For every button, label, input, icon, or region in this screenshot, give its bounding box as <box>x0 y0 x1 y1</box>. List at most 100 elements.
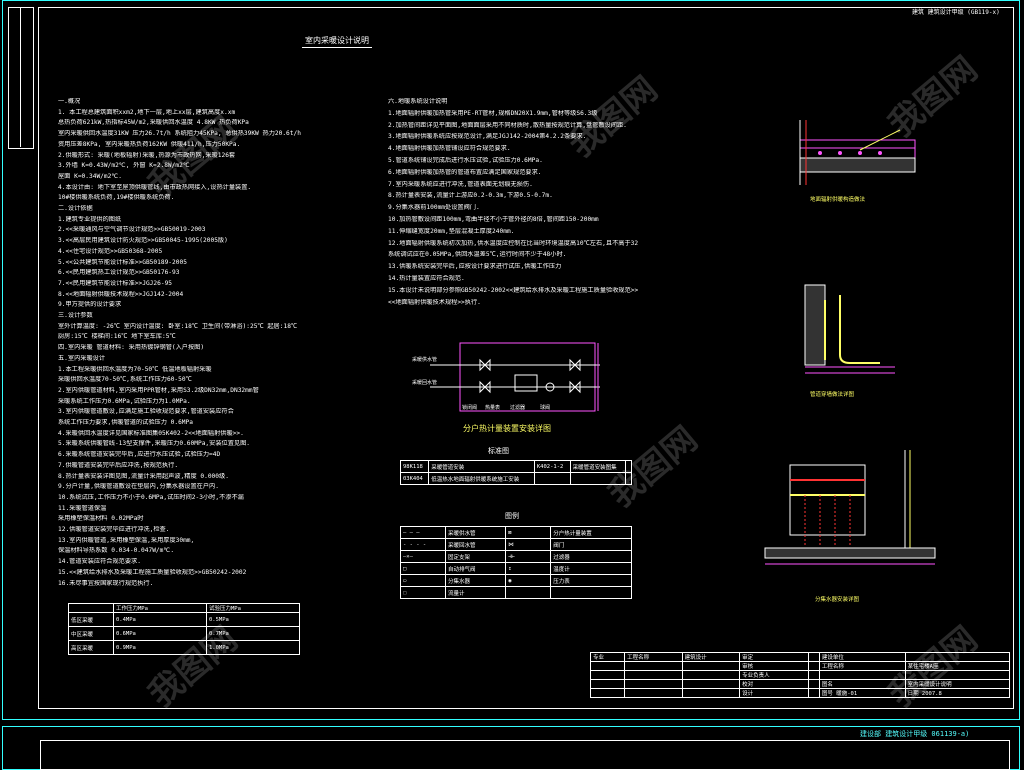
legend-symbol: ↧ <box>505 562 552 575</box>
note-line: 五.室内采暖设计 <box>58 354 106 362</box>
bottom-strip-inner <box>40 740 1010 770</box>
slab-layer <box>799 157 916 173</box>
note-line: 系统调试应在0.05MPa,供回水温差5℃,运行时间不少于48小时. <box>388 251 567 259</box>
note-line: 六.地暖系统设计说明 <box>388 98 448 105</box>
note-line: 4.本设计由: 地下室至屋顶供暖管线,由市政热网接入,设热计量装置. <box>58 183 252 191</box>
meter-schematic <box>430 342 600 412</box>
page-title: 室内采暖设计说明 <box>305 36 369 45</box>
note-line: 14.管道安装应符合规范要求. <box>58 558 141 566</box>
table-row: 中区采暖 0.6MPa 0.7MPa <box>68 626 300 641</box>
legend-symbol: ◉ <box>505 574 552 587</box>
note-line: 13.供暖系统安装完毕后,应按设计要求进行试压,供暖工作压力 <box>388 263 562 271</box>
detail-caption: 管道穿墙做法详图 <box>810 392 855 398</box>
table-row: 校对 图名 室内采暖设计说明 <box>589 679 1011 689</box>
note-line: 一.概况 <box>58 98 81 105</box>
note-line: 6.采暖系统管道安装完毕后,应进行水压试验,试验压力=4D <box>58 451 221 459</box>
note-line: 8.<<地面辐射供暖技术规程>>JGJ142-2004 <box>58 290 184 298</box>
legend-symbol: ⬚ <box>400 586 446 599</box>
filter-symbol <box>545 382 555 392</box>
note-line: 3.<<高层民用建筑设计防火规范>>GB50045-1995(2005版) <box>58 237 228 245</box>
note-line: 10.系统试压,工作压力不小于0.6MPa,试压时间2-3小时,不渗不漏 <box>58 493 244 501</box>
note-line: 1. 本工程总建筑面积xxm2,地下一层,地上xx层,建筑高度x.xm <box>58 108 236 116</box>
note-line: 2.加热管间距详见平面图,地面面层采用不同材质时,散热量按规范计算,盘管敷设间距… <box>388 121 627 129</box>
note-line: 7.室内采暖系统应进行冲洗,管道表面无划痕无损伤. <box>388 180 533 188</box>
schematic-label: 过滤器 <box>510 405 526 411</box>
manifold-box <box>789 464 866 536</box>
note-line: 5.<<公共建筑节能设计标准>>GB50189-2005 <box>58 258 187 266</box>
floor-layer <box>799 139 916 149</box>
note-line: 9.分户计量,供暖管道敷设在垫层内,分集水器设置在户内. <box>58 483 219 491</box>
note-line: 室内采暖供回水温度31KW 压力26.7t/h 系统阻力45KPa, 总供热39… <box>58 130 301 138</box>
note-line: 2.室内供暖管道材料,室内采用PPR管材,采用S3.2级DN32mm,DN32m… <box>58 386 259 394</box>
schematic-label: 热量表 <box>485 405 501 411</box>
legend-row: ▭分集水器◉压力表 <box>400 574 632 587</box>
note-line: 四.室内采暖 管道材料: 采用热镀锌钢管(入户按图) <box>58 344 205 352</box>
pressure-table: 工作压力MPa 试验压力MPa 低区采暖 0.4MPa 0.5MPa 中区采暖 … <box>68 603 300 655</box>
note-line: 4.地面辐射供暖加热管铺设应符合规范要求. <box>388 145 511 153</box>
title-underline <box>302 47 372 48</box>
wall-section <box>804 284 826 366</box>
note-line: 5.采暖系统供暖管线-13型支撑件,采暖压力0.60MPa,安装位置见图. <box>58 440 251 448</box>
note-line: 12.地面辐射供暖系统初次加热,供水温度应控制在比当时环境温度高10℃左右,且不… <box>388 239 638 247</box>
schematic-label: 球阀 <box>540 405 551 411</box>
valve-symbol <box>479 380 491 394</box>
top-right-caption: 建筑 建筑设计甲级 (GB119-x) <box>912 9 1000 16</box>
note-line: 8.热计量表安装详图见图,流量计采用超声波,精度 0.000级. <box>58 472 229 480</box>
note-line: 室外计算温度: -26℃ 室内设计温度: 卧室:18℃ 卫生间(带淋浴):25℃… <box>58 322 298 330</box>
note-line: 8.热计量表安装,流量计上游应0.2-0.3m,下游0.5-0.7m. <box>388 192 553 200</box>
note-line: 系统工作压力要求,供暖管道的试验压力 0.6MPa <box>58 419 193 426</box>
floor-slab <box>764 547 936 559</box>
left-binding-strip <box>8 7 34 149</box>
wall-pipe-detail <box>804 284 895 374</box>
note-line: 13.室内供暖管道,采用橡塑保温,采用厚度30mm, <box>58 536 195 544</box>
note-line: 保温材料导热系数 0.034-0.047W/m℃. <box>58 547 175 555</box>
detail-caption: 地面辐射供暖构造做法 <box>810 197 866 203</box>
pipe-section <box>878 151 882 155</box>
pipe-section <box>838 151 842 155</box>
schematic-label: 采暖回水管 <box>412 380 438 386</box>
note-line: 11.伸缩缝宽度20mm,垫层混凝土厚度240mm. <box>388 227 515 235</box>
note-line: 三.设计参数 <box>58 312 93 319</box>
note-line: 资用压差8KPa, 室内采暖热负荷162KW 供暖411/h,压力50KPa. <box>58 140 241 148</box>
note-line: 16.未尽事宜按国家现行规范执行. <box>58 579 154 587</box>
note-line: 7.<<民用建筑节能设计标准>>JGJ26-95 <box>58 279 173 287</box>
note-line: 6.<<民用建筑热工设计规范>>GB50176-93 <box>58 269 180 277</box>
note-line: 采用橡塑保温材料 0.02MPa时 <box>58 515 144 523</box>
schematic-title: 分户热计量装置安装详图 <box>463 424 551 433</box>
table-row: 专业 工程名称 建筑设计 审定 建设单位 <box>589 652 1011 662</box>
legend-symbol: ⊠ <box>505 526 552 539</box>
table-row: 审核 工程名称 某住宅楼A座 <box>589 661 1011 671</box>
note-line: 采暖供回水温度70-50℃,系统工作压力60-50℃ <box>58 376 192 384</box>
legend-row: - - - -采暖回水管⋈阀门 <box>400 538 632 551</box>
note-line: 1.地面辐射供暖加热管采用PE-RT管材,规格DN20X1.9mm,管材等级S6… <box>388 109 598 117</box>
left-binding-divider <box>20 7 21 147</box>
note-line: 二.设计依据 <box>58 205 93 212</box>
note-line: 1.本工程采暖供回水温度为70-50℃ 低温地板辐射采暖 <box>58 365 212 373</box>
legend-symbol: — — — <box>400 526 446 539</box>
leader-line <box>859 129 901 151</box>
legend-symbol: —×— <box>400 550 446 563</box>
legend-row: —×—固定支架⊣⊢过滤器 <box>400 550 632 563</box>
legend-symbol: □ <box>400 562 446 575</box>
floor-heating-detail <box>799 120 916 185</box>
note-line: 1.建筑专业提供的图纸 <box>58 215 122 223</box>
table-row: 98K118 采暖管道安装 K402-1-2 采暖管道安装图集 <box>399 460 632 473</box>
legend-row: □自动排气阀↧温度计 <box>400 562 632 575</box>
note-line: 采暖系统工作压力0.6MPa,试验压力为1.0MPa. <box>58 397 191 405</box>
std-table: 98K118 采暖管道安装 K402-1-2 采暖管道安装图集 03K404 低… <box>399 460 632 485</box>
legend-symbol: ⊣⊢ <box>505 550 552 563</box>
note-line: 总热负荷621kW,热指标45W/m2,采暖供回水温度 4.8KW 热负荷KPa <box>58 119 249 127</box>
legend-table: — — —采暖供水管⊠分户热计量装置 - - - -采暖回水管⋈阀门 —×—固定… <box>400 526 632 599</box>
note-line: 15.<<建筑给水排水及采暖工程施工质量验收规范>>GB50242-2002 <box>58 568 247 576</box>
note-line: 3.地面辐射供暖系统应按规范设计,满足JGJ142-2004第4.2.2条要求. <box>388 133 587 141</box>
legend-title: 图例 <box>505 512 519 520</box>
note-line: 3.外墙 K=0.43W/m2℃, 外窗 K=2.8W/m2℃ <box>58 162 190 170</box>
note-line: 6.地面辐射供暖加热管的管道布置应满足国家规范要求. <box>388 168 542 176</box>
table-row: 高区采暖 0.9MPa 1.0MPa <box>68 640 300 655</box>
note-line: <<地面辐射供暖技术规程>>执行. <box>388 298 481 306</box>
pipe-section <box>818 151 822 155</box>
note-line: 10#楼供暖系统负荷,19#楼供暖系统负荷. <box>58 194 175 202</box>
note-line: 7.供暖管道安装完毕后应冲洗,按规范执行. <box>58 461 179 469</box>
note-line: 10.加热管敷设间距100mm,弯曲半径不小于管外径的8倍,管间距150-200… <box>388 216 599 223</box>
legend-row: — — —采暖供水管⊠分户热计量装置 <box>400 526 632 539</box>
